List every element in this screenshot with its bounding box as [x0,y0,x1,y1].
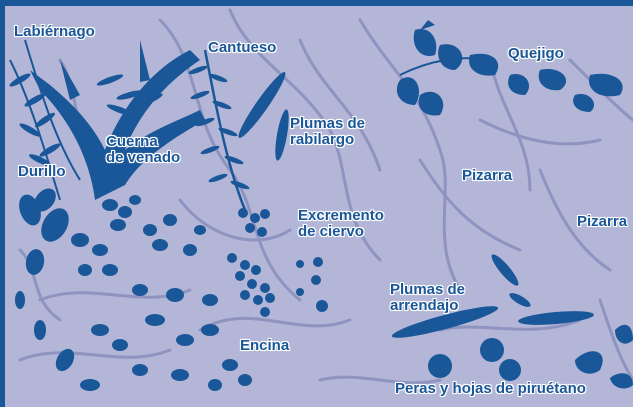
label-plumas-rabilargo: Plumas de rabilargo [290,116,365,148]
label-labiernago: Labiérnago [14,24,95,40]
label-pizarra-2: Pizarra [577,214,627,230]
label-cuerna-venado: Cuerna de venado [106,134,180,166]
label-cantueso: Cantueso [208,40,276,56]
top-frame-bar [0,0,633,6]
label-pizarra-1: Pizarra [462,168,512,184]
label-plumas-arrendajo: Plumas de arrendajo [390,282,465,314]
label-cuerna-line2: de venado [106,150,180,166]
left-frame-bar [0,0,5,407]
label-arrendajo-line1: Plumas de [390,282,465,298]
label-peras-piruetano: Peras y hojas de piruétano [395,381,586,397]
label-excremento-ciervo: Excremento de ciervo [298,208,384,240]
label-encina: Encina [240,338,289,354]
label-arrendajo-line2: arrendajo [390,298,465,314]
label-durillo: Durillo [18,164,66,180]
label-excremento-line1: Excremento [298,208,384,224]
label-quejigo: Quejigo [508,46,564,62]
label-plumas-rabilargo-line2: rabilargo [290,132,365,148]
label-excremento-line2: de ciervo [298,224,384,240]
label-cuerna-line1: Cuerna [106,134,180,150]
label-plumas-rabilargo-line1: Plumas de [290,116,365,132]
